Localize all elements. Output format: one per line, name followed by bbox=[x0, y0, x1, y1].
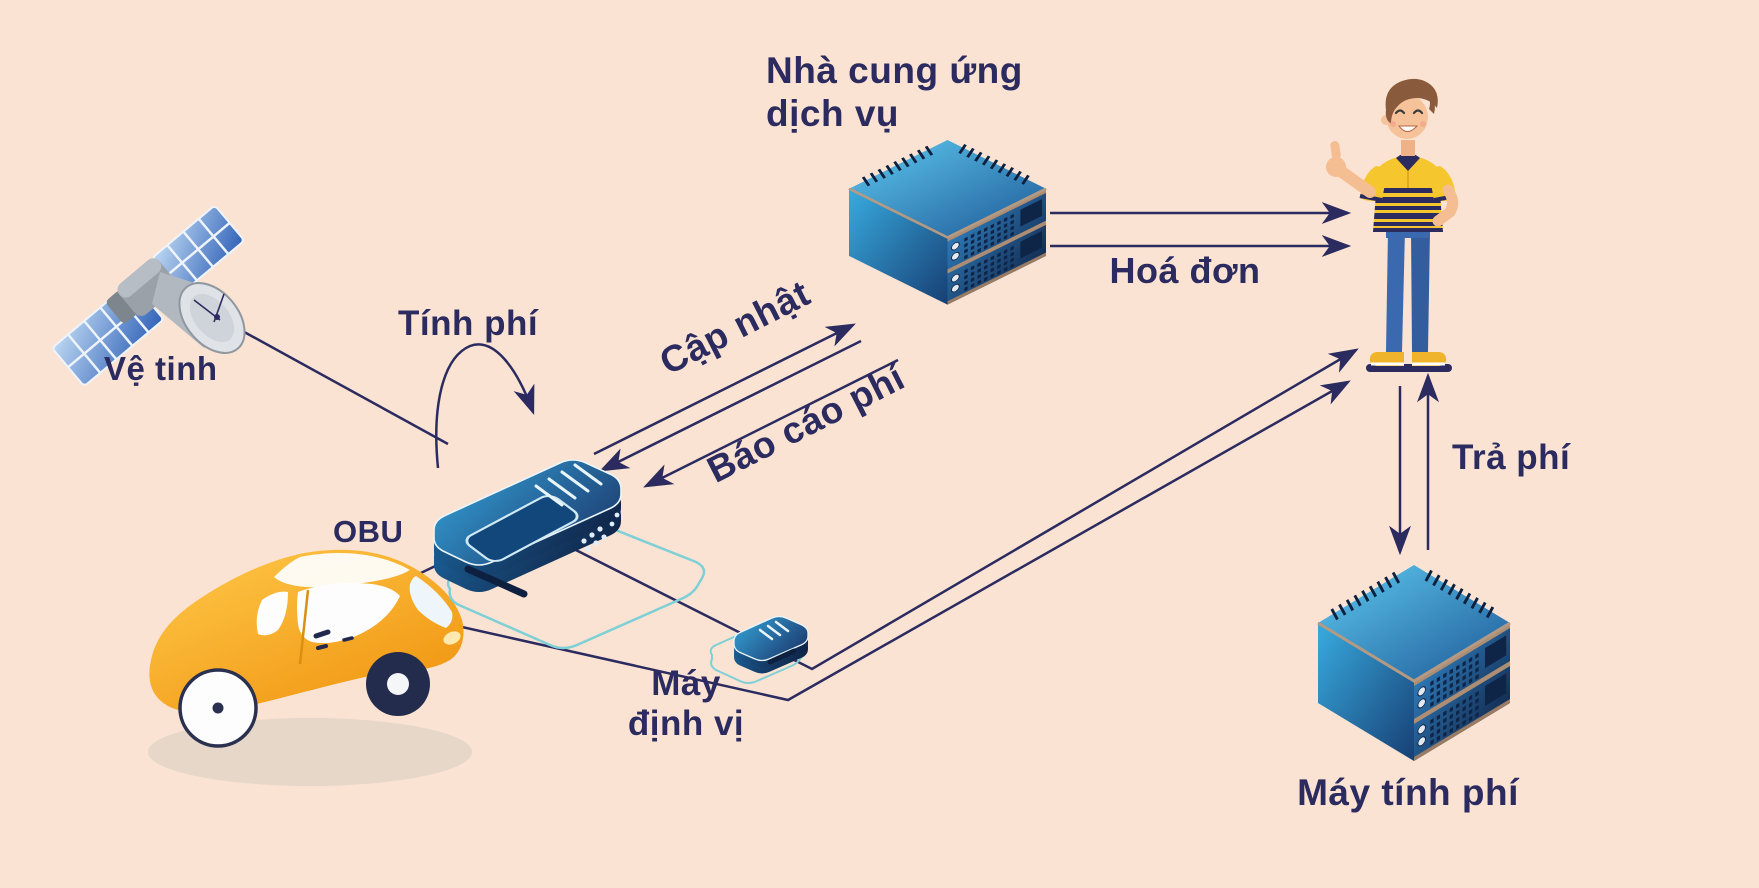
link-satellite-obu bbox=[216, 315, 449, 446]
label-gps-device: Máy định vị bbox=[628, 664, 744, 745]
arrow-server-to-obu bbox=[599, 339, 862, 472]
label-service-provider-line2: dịch vụ bbox=[766, 92, 900, 134]
gps-device-illustration bbox=[709, 615, 809, 684]
label-pay-fee: Trả phí bbox=[1452, 438, 1571, 477]
arrow-cap-nhat bbox=[593, 323, 856, 456]
obu-illustration bbox=[433, 459, 706, 650]
connection-lines bbox=[216, 202, 1439, 702]
label-satellite: Vệ tinh bbox=[104, 350, 218, 387]
car-illustration bbox=[148, 549, 472, 786]
label-charging: Tính phí bbox=[398, 304, 539, 343]
label-gps-device-line2: định vị bbox=[627, 704, 745, 744]
label-gps-device-line1: Máy bbox=[651, 664, 721, 703]
fee-computer-server bbox=[1318, 565, 1510, 761]
person-illustration bbox=[1326, 78, 1459, 372]
label-service-provider-line1: Nhà cung ứng bbox=[766, 50, 1023, 91]
label-fee-computer: Máy tính phí bbox=[1297, 772, 1519, 813]
arrow-tinh-phi-loop bbox=[435, 343, 535, 469]
satellite-illustration bbox=[52, 205, 246, 386]
arrow-bao-cao-phi bbox=[643, 358, 899, 488]
service-provider-server bbox=[849, 140, 1046, 305]
label-invoice: Hoá đơn bbox=[1109, 250, 1261, 291]
arrow-gps-to-person bbox=[394, 380, 1351, 702]
label-service-provider: Nhà cung ứng dịch vụ bbox=[766, 50, 1023, 136]
label-obu: OBU bbox=[333, 514, 404, 549]
arrow-obu-to-person bbox=[555, 348, 1359, 671]
